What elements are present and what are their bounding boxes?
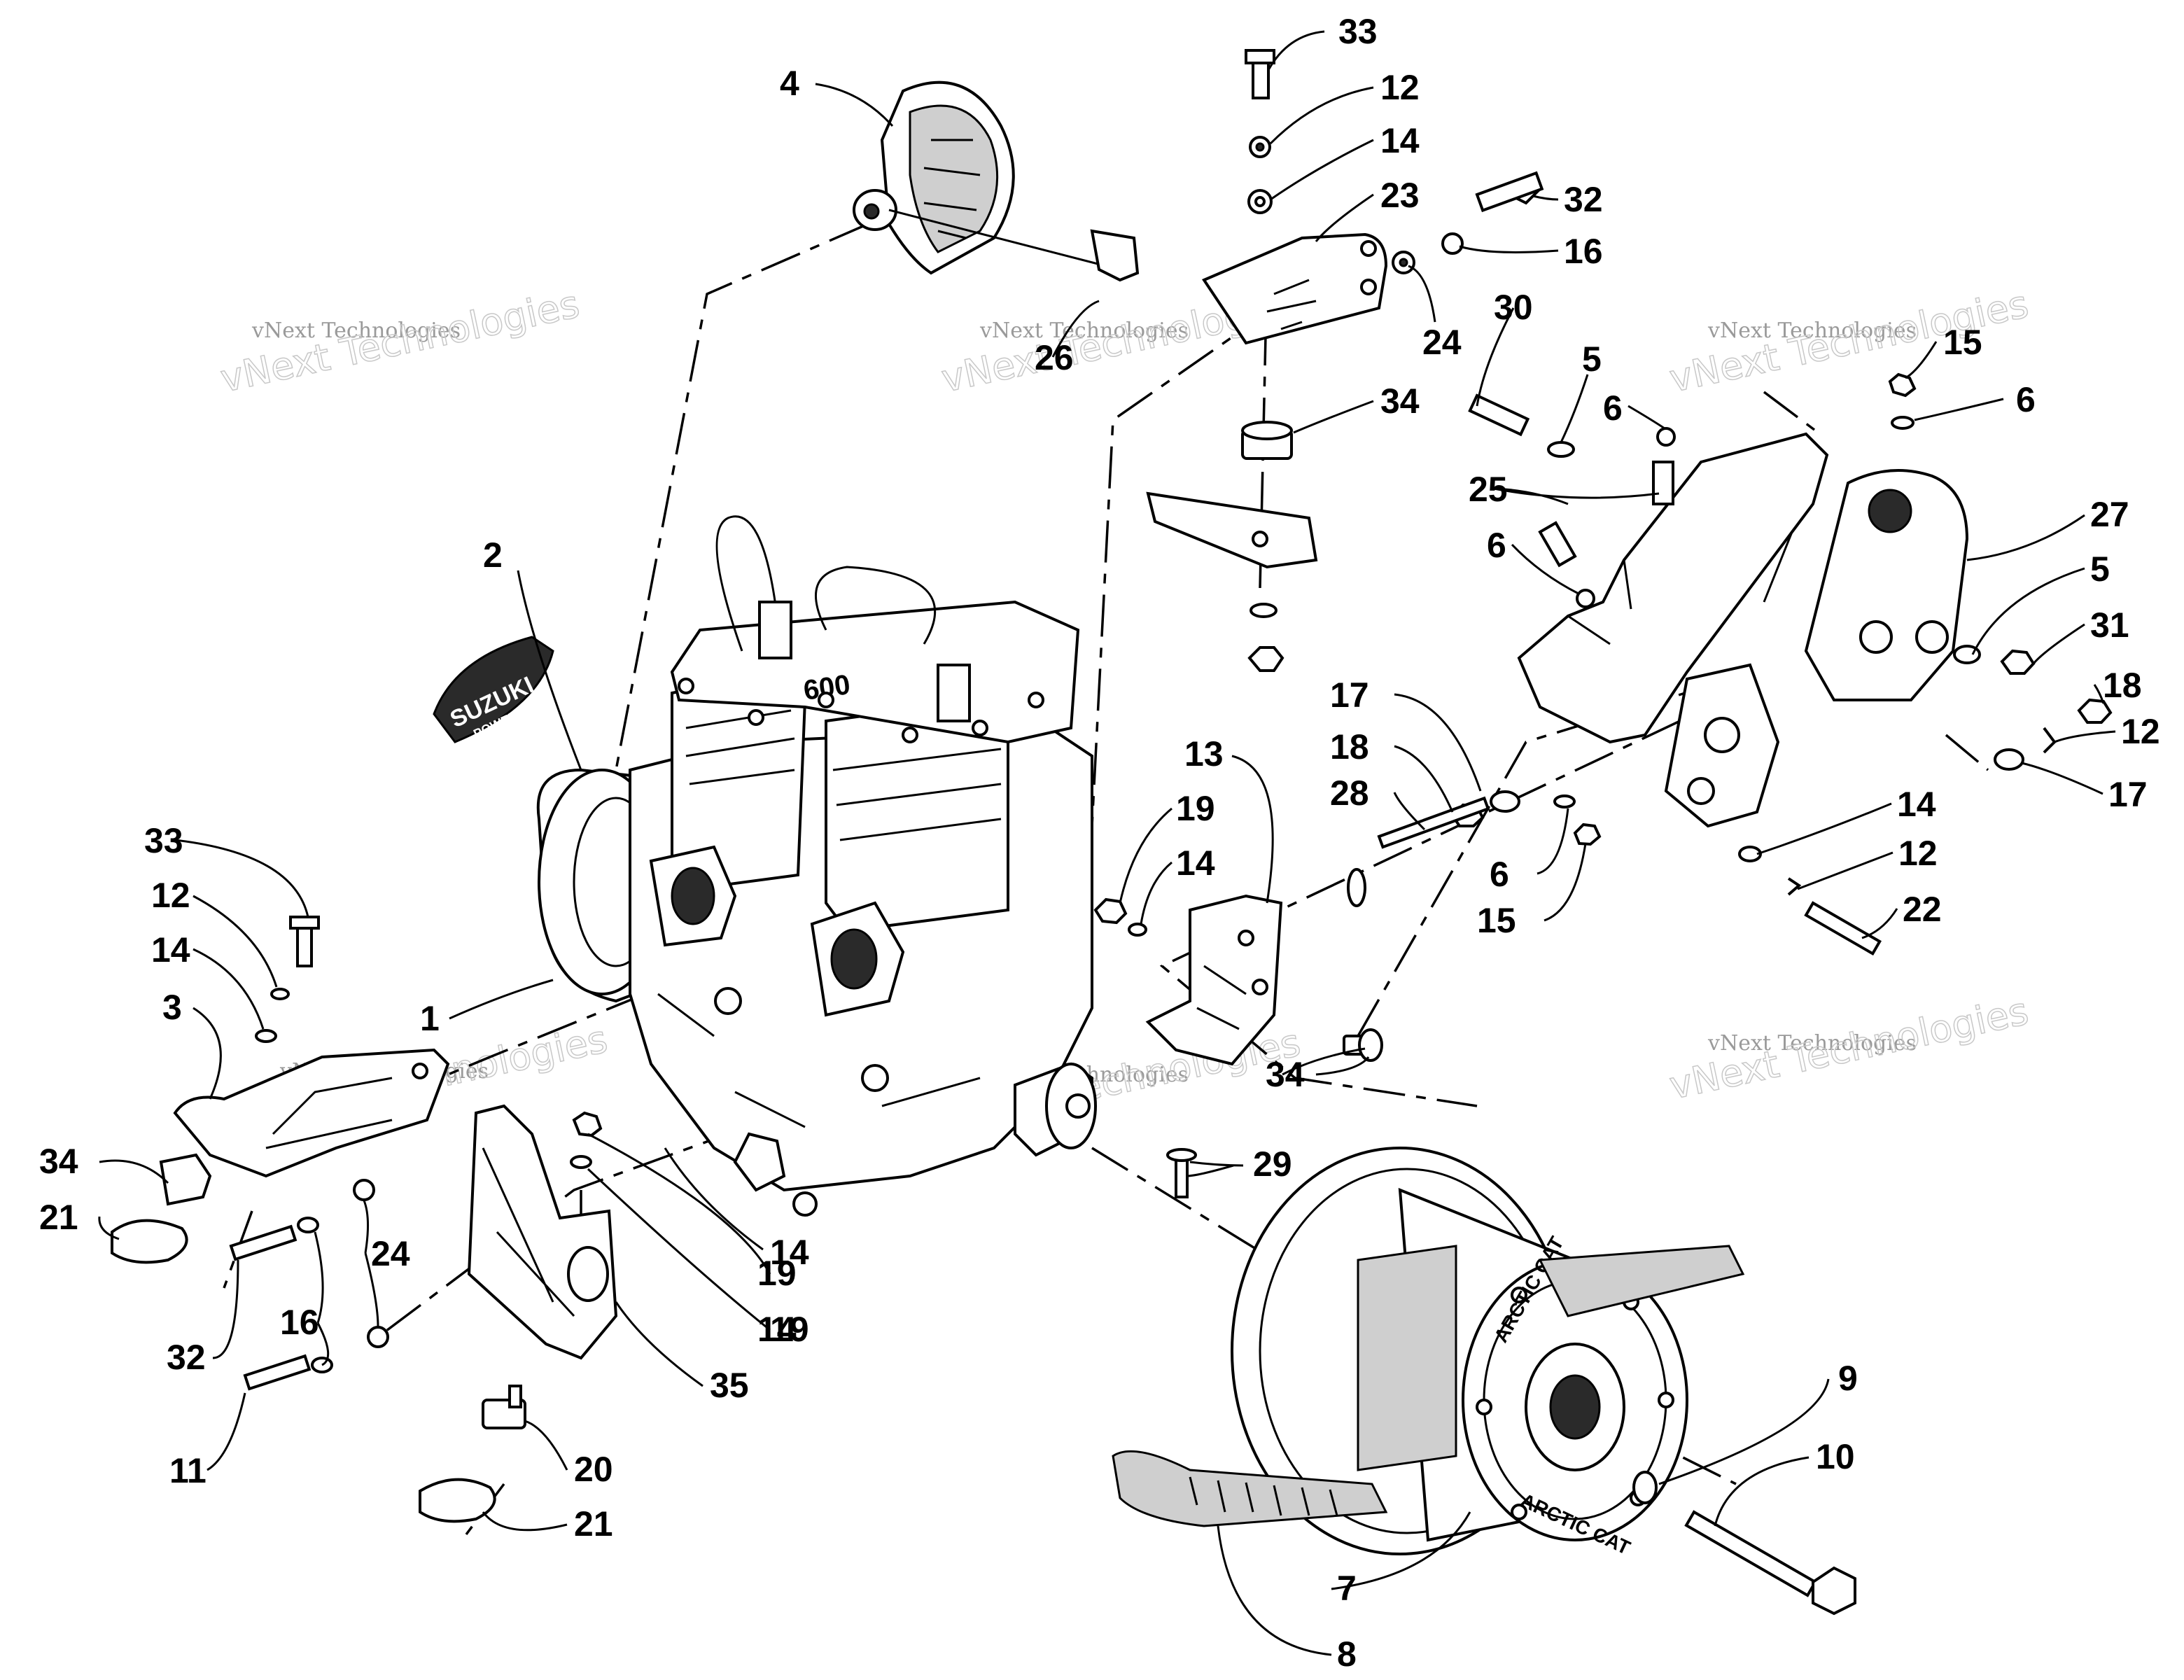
drive-clutch-part-7: ARCTIC CAT ARCTIC CAT (1231, 1147, 1688, 1559)
callout-label: 14 (1380, 121, 1420, 160)
bracket-part-3 (111, 916, 450, 1264)
callout-label: 19 (757, 1254, 797, 1293)
callout-label: 32 (167, 1338, 206, 1377)
callout-label: 32 (1564, 180, 1603, 219)
assembly-line (615, 223, 869, 771)
callout-label: 26 (1035, 338, 1074, 377)
assembly-lines (223, 223, 1989, 1541)
callout-label: 22 (1903, 890, 1942, 929)
callout-label: 6 (1487, 526, 1506, 565)
callout-label: 33 (144, 821, 183, 860)
callout-label: 24 (371, 1234, 410, 1273)
recoil-starter-part-4 (853, 80, 1140, 282)
bracket-part-13 (1093, 894, 1383, 1198)
drive-belt-part-8 (1112, 1245, 1745, 1527)
callout-label: 24 (1422, 323, 1462, 362)
callout-label: 17 (1330, 676, 1369, 715)
callout-label: 12 (1898, 834, 1938, 873)
watermark-small: vNext Technologies (251, 318, 461, 343)
callout-label: 16 (280, 1303, 319, 1342)
callout-leaders (98, 30, 2116, 1656)
assembly-line (1763, 391, 1821, 435)
callout-label: 15 (1943, 323, 1982, 362)
callout-label: 14 (757, 1310, 797, 1349)
callout-label: 27 (2090, 495, 2129, 534)
callout-label: 21 (39, 1198, 78, 1237)
hardware-top-center (1245, 49, 1544, 274)
callout-label: 34 (1380, 382, 1420, 421)
callout-label: 14 (1176, 844, 1215, 883)
callout-label: 28 (1330, 774, 1369, 813)
callout-label: 17 (2108, 775, 2148, 814)
callout-label: 31 (2090, 606, 2129, 645)
callout-label: 25 (1469, 470, 1508, 509)
callout-label: 12 (2121, 712, 2160, 751)
callout-label: 6 (1603, 388, 1623, 428)
callout-label: 14 (770, 1233, 809, 1272)
engine-mount-bracket-part-23 (1202, 232, 1388, 345)
assembly-line (1159, 720, 1681, 1107)
callout-label: 10 (1816, 1437, 1855, 1476)
callout-label: 18 (1330, 727, 1369, 766)
callout-label: 15 (1477, 901, 1516, 940)
hardware-right (1347, 372, 2113, 956)
assembly-line (1483, 1357, 1737, 1485)
watermark-small: vNext Technologies (1707, 1031, 1917, 1056)
engine-bracket-assembly-part-27 (1517, 432, 1969, 828)
callout-label: 19 (770, 1310, 809, 1349)
callout-label: 12 (1380, 68, 1420, 107)
callout-label: 35 (710, 1366, 749, 1405)
callout-label: 5 (2090, 550, 2110, 589)
callout-label: 19 (1176, 789, 1215, 828)
callout-label: 23 (1380, 176, 1420, 215)
callout-label: 11 (169, 1451, 206, 1490)
callout-label: 14 (151, 930, 190, 969)
callout-label: 1 (420, 999, 440, 1038)
hardware-lower-left (229, 1111, 603, 1391)
callout-label: 4 (780, 64, 799, 103)
callout-label: 34 (39, 1142, 78, 1181)
callout-label: 7 (1337, 1569, 1357, 1608)
callout-label: 2 (483, 536, 503, 575)
callout-label: 30 (1494, 288, 1533, 327)
assembly-line (1091, 307, 1275, 827)
callout-label: 12 (151, 876, 190, 915)
callout-label: 8 (1337, 1634, 1357, 1674)
watermark-small: vNext Technologies (979, 318, 1189, 343)
watermark-small: vNext Technologies (1707, 318, 1917, 343)
callout-label: 3 (162, 988, 182, 1027)
assembly-line (1945, 734, 1989, 771)
assembly-line (1357, 685, 1709, 1037)
callout-labels: 33 12 14 23 32 16 24 26 34 4 30 5 6 15 6… (39, 12, 2160, 1674)
callout-label: 34 (1266, 1055, 1305, 1094)
assembly-line (1091, 1147, 1275, 1261)
callout-label: 29 (1253, 1144, 1292, 1184)
clutch-hardware (1632, 1471, 1856, 1616)
callout-label: 14 (1897, 785, 1936, 824)
bracket-part-35 (419, 1104, 618, 1523)
rubber-mount-part-34-top (1146, 421, 1318, 672)
callout-label: 6 (2016, 380, 2036, 419)
engine-part-1: 600 (536, 515, 1097, 1217)
callout-label: 5 (1582, 340, 1602, 379)
callout-label: 13 (1184, 734, 1224, 774)
callout-label: 6 (1490, 855, 1509, 894)
callout-label: 16 (1564, 232, 1603, 271)
callout-label: 18 (2103, 666, 2142, 705)
suzuki-badge-part-2: SUZUKI POWERED BY (433, 636, 555, 743)
callout-label: 9 (1838, 1359, 1858, 1398)
callout-label: 21 (574, 1504, 613, 1544)
callout-label: 33 (1338, 12, 1378, 51)
callout-label: 20 (574, 1450, 613, 1489)
